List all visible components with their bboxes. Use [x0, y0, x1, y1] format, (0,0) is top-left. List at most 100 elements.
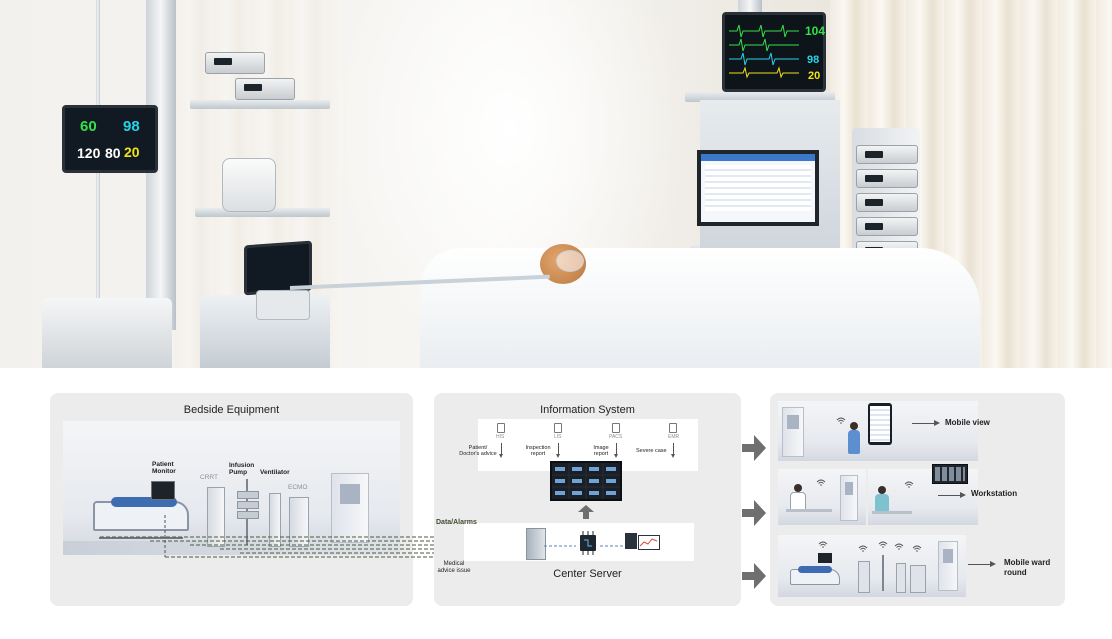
- smartphone-device: [868, 403, 892, 445]
- ward-round-arrow: [968, 561, 996, 567]
- patient-monitor-device: [151, 481, 175, 500]
- ward-monitor: [818, 553, 832, 563]
- workstation-display-wall: [932, 464, 968, 484]
- workstation-cabinet-1: [840, 475, 858, 521]
- arrow-to-ward-round-icon: [742, 563, 766, 589]
- ecg-waveforms: [729, 24, 799, 79]
- medical-advice-label: Medical advice issue: [437, 561, 471, 574]
- workstation-scene: [778, 469, 866, 525]
- icu-room-photo: 60 98 120 80 20 104 98 20: [0, 0, 1112, 368]
- central-display-wall: [550, 461, 622, 501]
- ward-round-cabinet: [938, 541, 958, 591]
- ward-device-1: [858, 561, 870, 593]
- infusion-pump-4: [856, 217, 918, 236]
- ecmo-label: ECMO: [288, 484, 308, 491]
- emr-icon: [669, 423, 677, 433]
- bedside-equipment-title: Bedside Equipment: [183, 404, 280, 416]
- rr-value: 20: [124, 144, 140, 160]
- his-desc: Patient/ Doctor's advice: [459, 445, 497, 458]
- ward-patient: [798, 566, 832, 573]
- infusion-pump-unit-c: [237, 511, 259, 519]
- ward-device-3: [896, 563, 906, 593]
- infusion-pump-unit-a: [237, 491, 259, 499]
- monitor-cart-base: [256, 290, 310, 320]
- workstation-scene-2: [868, 464, 978, 525]
- nibp-sys-value: 120: [77, 145, 101, 161]
- infusion-pump-label: Infusion Pump: [229, 462, 255, 477]
- server-link-dashes: [544, 545, 624, 547]
- patient-monitor-large: 104 98 20: [722, 12, 826, 92]
- right-shelf-top: [685, 92, 835, 102]
- mobile-view-scene: [778, 401, 978, 461]
- server-box-icon: [625, 533, 637, 549]
- wifi-icon: [894, 543, 904, 550]
- large-spo2-value: 98: [807, 54, 820, 66]
- server-monitor-icon: [638, 535, 660, 550]
- wifi-icon: [904, 481, 914, 488]
- arrow-to-mobile-icon: [742, 435, 766, 461]
- left-shelf-1: [190, 100, 330, 109]
- bedside-monitor-small: 60 98 120 80 20: [62, 105, 158, 173]
- nibp-dia-value: 80: [105, 145, 121, 161]
- bed-patient: [111, 497, 177, 507]
- feeding-pump-device: [222, 158, 276, 212]
- ventilator-unit: [42, 298, 172, 368]
- lis-arrow: [556, 443, 560, 458]
- bedside-scene: Patient Monitor CRRT Infusion Pump Venti…: [63, 421, 400, 555]
- desk-1: [786, 509, 832, 512]
- workstation-screen-header: [701, 154, 815, 161]
- infusion-pump-1: [856, 145, 918, 164]
- pacs-arrow: [614, 443, 618, 458]
- crrt-label: CRRT: [200, 474, 218, 481]
- oxygen-mask: [556, 250, 584, 272]
- wifi-icon: [912, 545, 922, 552]
- workstation-screen-rows: [705, 165, 811, 211]
- bed-sheet: [420, 248, 980, 368]
- pacs-icon: [612, 423, 620, 433]
- his-icon: [497, 423, 505, 433]
- workstation-label: Workstation: [971, 489, 1018, 498]
- syringe-pump-left-2: [235, 78, 295, 100]
- bedside-equipment-panel: Bedside Equipment Patient Monitor CRRT I…: [50, 393, 413, 606]
- data-alarms-label: Data/Alarms: [436, 519, 477, 526]
- mobile-user-body: [848, 430, 860, 454]
- mobile-view-label: Mobile view: [945, 418, 990, 427]
- emr-desc: Severe case: [636, 448, 667, 454]
- doctor-2-head: [878, 486, 886, 494]
- outputs-panel: Mobile view Workstation: [770, 393, 1065, 606]
- center-server-label: Center Server: [553, 568, 622, 580]
- smartphone-screen: [870, 406, 890, 442]
- lis-label: LIS: [554, 434, 562, 440]
- ventilator-label: Ventilator: [260, 469, 290, 476]
- mobile-view-cabinet: [782, 407, 804, 457]
- pacs-desc: Image report: [593, 445, 609, 458]
- emr-arrow: [671, 443, 675, 458]
- emr-label: EMR: [668, 434, 680, 440]
- ventilator-device: [269, 493, 281, 547]
- ward-device-2: [882, 555, 884, 591]
- wifi-icon: [818, 541, 828, 548]
- mobile-user-head: [850, 422, 858, 430]
- bedside-gateway-cabinet: [331, 473, 369, 543]
- large-rr-value: 20: [808, 70, 821, 82]
- bedside-floor: [63, 541, 400, 555]
- workstation-display-grid: [935, 467, 965, 481]
- server-rack-icon: [526, 528, 546, 560]
- infusion-pump-2: [856, 169, 918, 188]
- ward-round-scene: [778, 535, 966, 597]
- crrt-device: [207, 487, 225, 547]
- central-display-grid: [552, 463, 620, 499]
- workstation-arrow: [938, 492, 966, 498]
- desk-2: [872, 511, 912, 514]
- lis-icon: [554, 423, 562, 433]
- ward-round-label: Mobile ward round: [1004, 558, 1051, 578]
- large-hr-value: 104: [805, 24, 826, 38]
- doctor-2-body: [875, 494, 889, 512]
- lis-desc: Inspection report: [525, 445, 551, 458]
- his-label: HIS: [496, 434, 505, 440]
- ecmo-device: [289, 497, 309, 547]
- information-system-title: Information System: [540, 404, 635, 416]
- bed-frame: [99, 527, 183, 539]
- cpu-chip-icon: [580, 531, 596, 555]
- hr-value: 60: [80, 118, 97, 135]
